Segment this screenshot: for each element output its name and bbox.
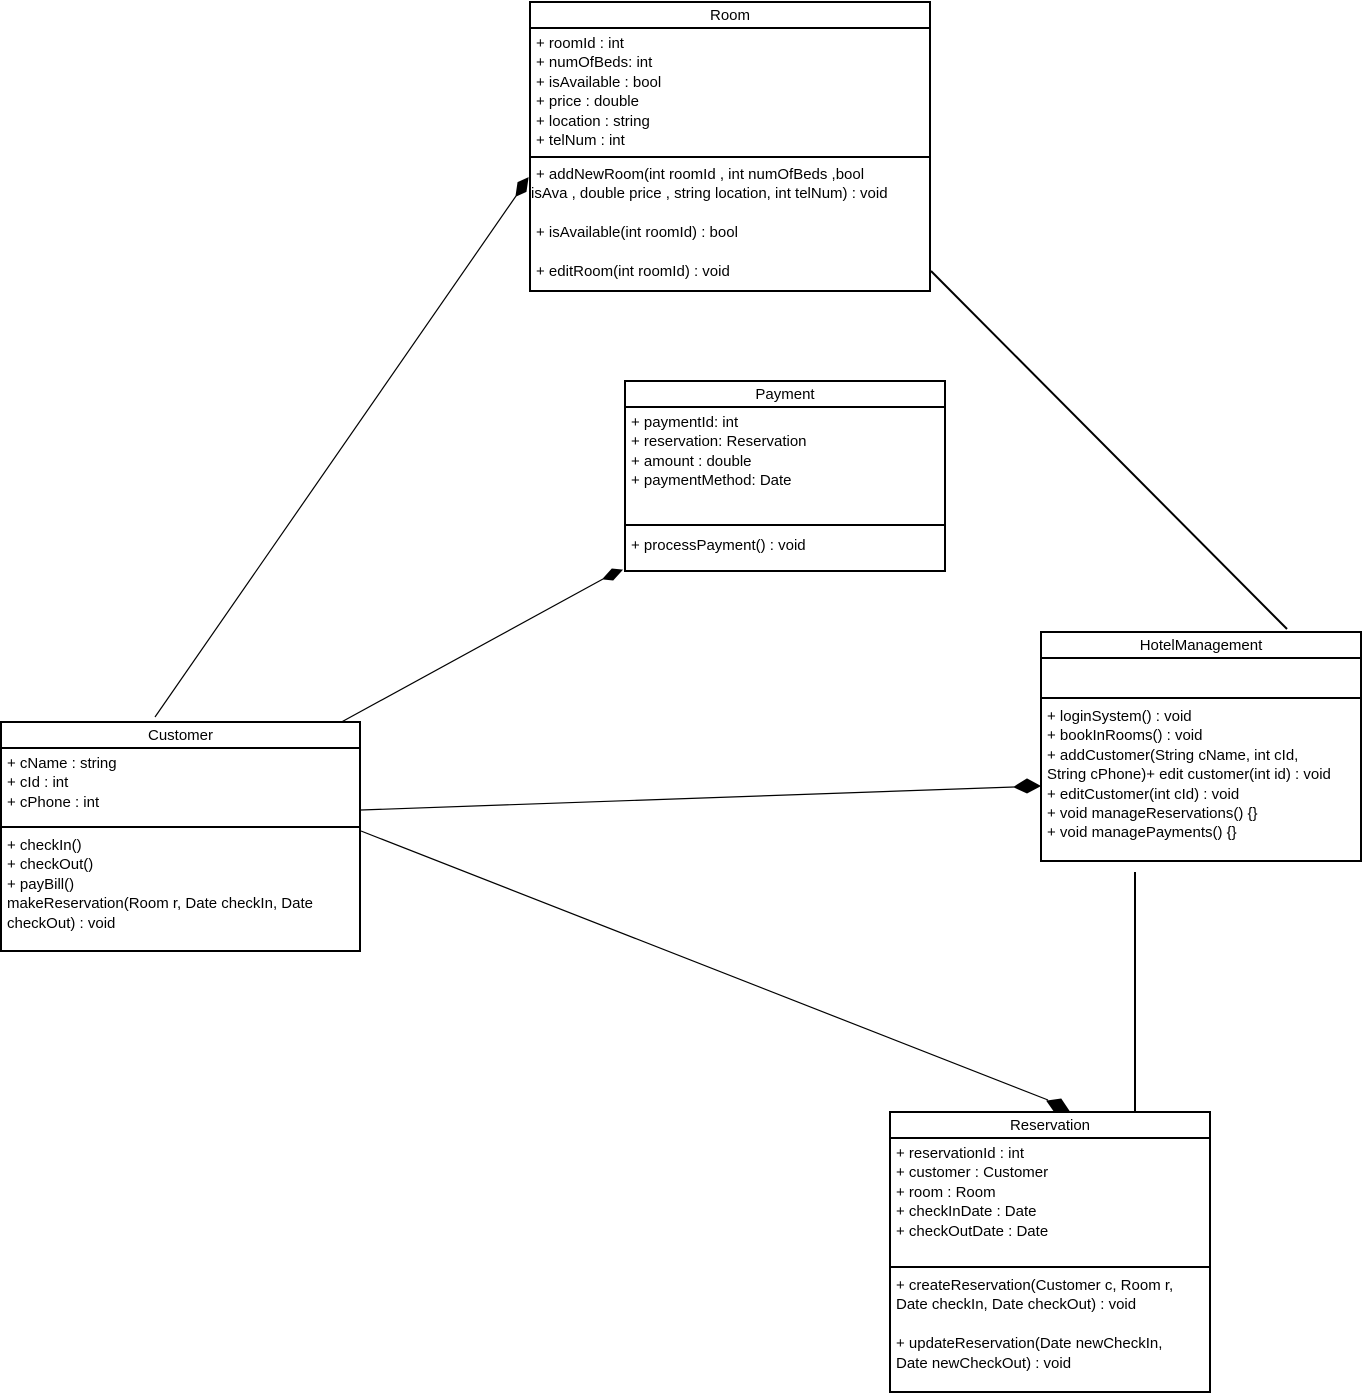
room-composition-diamond — [515, 177, 529, 197]
customer-operations: + checkIn() + checkOut() + payBill() mak… — [2, 828, 359, 933]
customer-room-association-line — [154, 195, 517, 718]
room-attribute: + telNum : int — [536, 132, 625, 150]
room-operation: + isAvailable(int roomId) : bool — [536, 224, 738, 242]
room-attribute: + roomId : int — [536, 35, 624, 52]
reservation-operations: + createReservation(Customer c, Room r, … — [891, 1268, 1209, 1373]
payment-operations: + processPayment() : void — [626, 526, 944, 555]
customer-reservation-association-line — [360, 830, 1049, 1101]
reservation-operation-continued: Date checkIn, Date checkOut) : void — [896, 1296, 1137, 1314]
reservation-composition-diamond — [1046, 1098, 1070, 1112]
reservation-attribute: + customer : Customer — [896, 1164, 1049, 1182]
customer-attributes: + cName : string + cId : int + cPhone : … — [2, 749, 359, 828]
hotelmanagement-operation: + void manageReservations() {} — [1047, 805, 1258, 823]
customer-class[interactable]: Customer + cName : string + cId : int + … — [0, 721, 361, 952]
payment-attribute: + paymentMethod: Date — [631, 472, 792, 490]
reservation-attribute: + checkOutDate : Date — [896, 1222, 1049, 1240]
hotelmanagement-operation: + addCustomer(String cName, int cId, — [1047, 746, 1299, 764]
reservation-attributes: + reservationId : int + customer : Custo… — [891, 1139, 1209, 1268]
reservation-operation-continued: Date newCheckOut) : void — [896, 1354, 1072, 1372]
customer-operation: + checkIn() — [7, 837, 82, 854]
reservation-attribute: + room : Room — [896, 1183, 996, 1201]
reservation-class[interactable]: Reservation + reservationId : int + cust… — [889, 1111, 1211, 1393]
customer-attribute: + cPhone : int — [7, 793, 100, 811]
room-operation: + editRoom(int roomId) : void — [536, 263, 730, 280]
hotelmanagement-attributes — [1042, 659, 1360, 699]
payment-attribute: + paymentId: int — [631, 414, 739, 431]
hotelmanagement-operation: String cPhone)+ edit customer(int id) : … — [1047, 766, 1331, 784]
room-operation: + addNewRoom(int roomId , int numOfBeds … — [536, 166, 865, 183]
hotelmanagement-operation: + loginSystem() : void — [1047, 708, 1192, 725]
customer-operation: checkOut) : void — [7, 914, 116, 932]
room-hotelmanagement-association-line — [930, 270, 1288, 630]
customer-operation: makeReservation(Room r, Date checkIn, Da… — [7, 895, 313, 913]
room-attributes: + roomId : int + numOfBeds: int + isAvai… — [531, 29, 929, 158]
reservation-operation: + createReservation(Customer c, Room r, — [896, 1277, 1174, 1294]
room-attribute: + isAvailable : bool — [536, 73, 662, 91]
reservation-attribute: + reservationId : int — [896, 1145, 1024, 1162]
hotelmanagement-operation: + editCustomer(int cId) : void — [1047, 785, 1240, 803]
payment-attribute: + reservation: Reservation — [631, 433, 807, 451]
hotelmanagement-operation: + bookInRooms() : void — [1047, 727, 1203, 745]
reservation-attribute: + checkInDate : Date — [896, 1203, 1037, 1221]
hotelmanagement-composition-diamond — [1012, 778, 1042, 794]
hotelmanagement-class[interactable]: HotelManagement + loginSystem() : void +… — [1040, 631, 1362, 862]
payment-attributes: + paymentId: int + reservation: Reservat… — [626, 408, 944, 526]
room-class[interactable]: Room + roomId : int + numOfBeds: int + i… — [529, 1, 931, 292]
hotelmanagement-class-name: HotelManagement — [1042, 633, 1360, 659]
customer-attribute: + cId : int — [7, 774, 69, 792]
customer-hotelmanagement-association-line — [360, 786, 1015, 811]
payment-attribute: + amount : double — [631, 452, 752, 470]
room-attribute: + numOfBeds: int — [536, 54, 653, 72]
customer-class-name: Customer — [2, 723, 359, 749]
payment-composition-diamond — [601, 568, 624, 581]
room-operation-continued: isAva , double price , string location, … — [531, 185, 888, 203]
payment-class[interactable]: Payment + paymentId: int + reservation: … — [624, 380, 946, 572]
payment-operation: + processPayment() : void — [631, 537, 806, 554]
customer-attribute: + cName : string — [7, 755, 117, 772]
reservation-operation: + updateReservation(Date newCheckIn, — [896, 1335, 1163, 1353]
customer-operation: + checkOut() — [7, 856, 94, 874]
customer-operation: + payBill() — [7, 875, 75, 893]
hotelmanagement-operations: + loginSystem() : void + bookInRooms() :… — [1042, 699, 1360, 843]
customer-payment-association-line — [335, 578, 604, 726]
payment-class-name: Payment — [626, 382, 944, 408]
room-attribute: + price : double — [536, 93, 639, 111]
room-attribute: + location : string — [536, 112, 650, 130]
reservation-class-name: Reservation — [891, 1113, 1209, 1139]
hotelmanagement-operation: + void managePayments() {} — [1047, 824, 1237, 842]
room-operations: + addNewRoom(int roomId , int numOfBeds … — [531, 158, 929, 281]
room-class-name: Room — [531, 3, 929, 29]
